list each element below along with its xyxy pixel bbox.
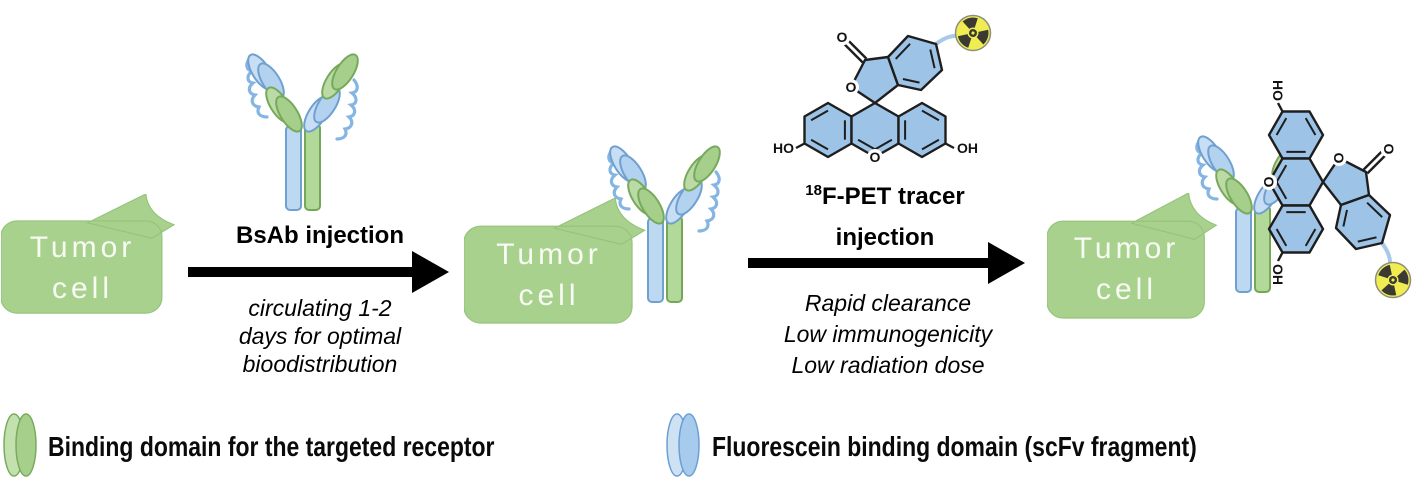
step2-title-line2: injection xyxy=(835,224,935,251)
fluorescein-structure xyxy=(758,0,1038,180)
tumor-cell-label: Tumor cell xyxy=(29,231,136,305)
fluorescein-structure-bound xyxy=(1246,65,1424,345)
step2-note-line: Low immunogenicity xyxy=(783,321,993,347)
step1-notes: circulating 1-2 days for optimal bioodis… xyxy=(170,294,470,378)
bsab-antibody xyxy=(241,48,365,212)
step1-note-line: circulating 1-2 xyxy=(248,295,392,321)
tumor-cell-label: Tumor cell xyxy=(1073,231,1180,306)
arrow-right-icon xyxy=(748,242,1025,284)
step2-note-line: Low radiation dose xyxy=(791,352,985,378)
bsab-antibody-bound xyxy=(603,140,727,304)
step1-note-line: days for optimal xyxy=(238,323,402,349)
step2-note-line: Rapid clearance xyxy=(804,290,972,316)
receptor-binding-domain-icon xyxy=(3,413,37,477)
step1-note-line: bioodistribution xyxy=(242,351,398,377)
step2-title: 18F-PET tracer xyxy=(805,182,965,210)
step1-title: BsAb injection xyxy=(235,222,404,249)
arrow-right-icon xyxy=(188,251,449,293)
fluorescein-binding-domain-icon xyxy=(666,413,700,477)
tumor-cell-label: Tumor cell xyxy=(496,237,602,312)
legend-label-fluorescein-domain: Fluorescein binding domain (scFv fragmen… xyxy=(712,431,1197,462)
isotope-superscript: 18 xyxy=(805,182,822,199)
step2-notes: Rapid clearance Low immunogenicity Low r… xyxy=(738,288,1038,381)
legend-label-receptor-domain: Binding domain for the targeted receptor xyxy=(48,431,495,462)
